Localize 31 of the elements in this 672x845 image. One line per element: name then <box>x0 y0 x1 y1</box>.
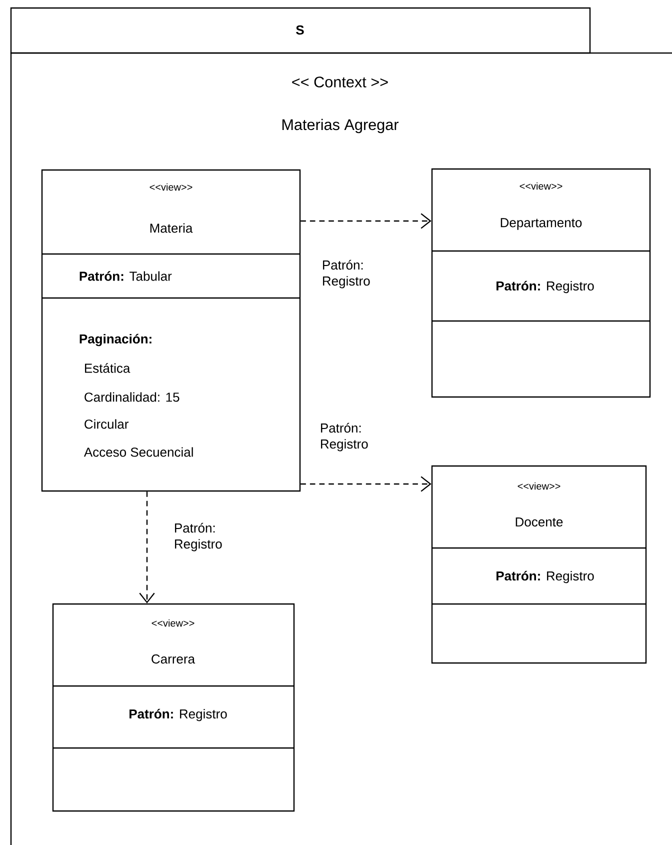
stereotype-label: <<view>> <box>152 619 194 627</box>
stereotype-label: <<view>> <box>518 482 560 490</box>
class-box <box>41 169 301 492</box>
class-name: Materia <box>150 223 193 233</box>
frame <box>10 7 672 845</box>
class-name: Departamento <box>500 218 582 230</box>
class-box <box>52 603 295 812</box>
edge-label: Patrón: Registro <box>323 260 370 288</box>
dependency-arrow <box>300 213 432 229</box>
attribute-text: Patrón: Registro <box>496 570 594 584</box>
class-name: Docente <box>516 517 563 527</box>
class-name: Carrera <box>152 654 196 664</box>
attribute-text: Cardinalidad: 15 <box>84 392 180 402</box>
stereotype-label: <<view>> <box>150 183 192 191</box>
edge-label: Patrón: Registro <box>321 422 368 452</box>
attribute-text: Estática <box>85 363 130 373</box>
edge-label: Patrón: Registro <box>175 522 222 552</box>
attribute-text: Patrón: Tabular <box>80 271 172 281</box>
context-name: Materias Agregar <box>282 118 399 134</box>
attribute-text: Circular <box>84 419 128 429</box>
attribute-text: Patrón: Registro <box>496 280 594 294</box>
class-box <box>431 168 651 398</box>
dependency-arrow <box>139 492 155 604</box>
attribute-text: Patrón: Registro <box>130 708 227 722</box>
stereotype-label: << Context >> <box>292 76 388 88</box>
stereotype-label: <<view>> <box>520 182 562 190</box>
frame-title: S <box>296 25 304 35</box>
class-box <box>431 465 647 664</box>
attribute-text: Paginación: <box>80 334 152 346</box>
attribute-text: Acceso Secuencial <box>84 447 193 457</box>
dependency-arrow <box>300 476 432 492</box>
